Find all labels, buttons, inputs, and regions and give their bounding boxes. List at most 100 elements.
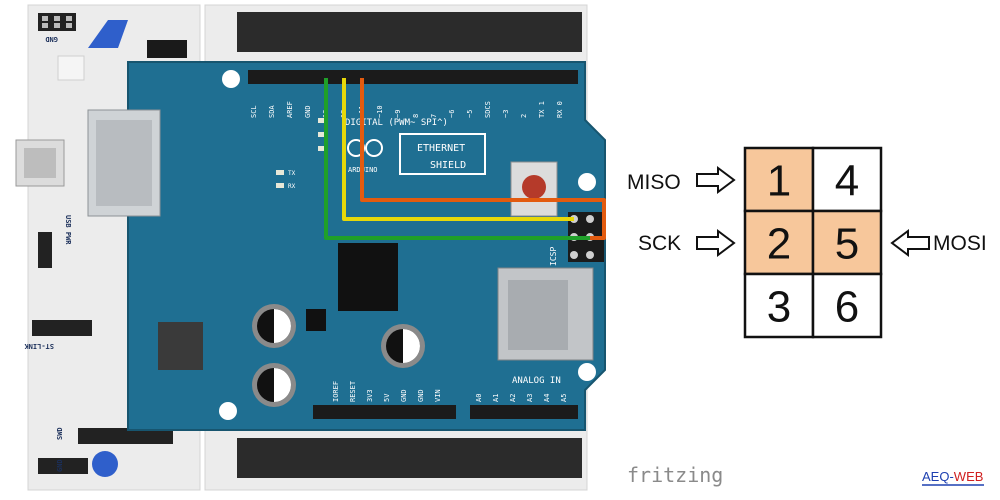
- voltage-regulator: [158, 322, 203, 370]
- gnd-header-2: [38, 458, 88, 474]
- icsp-pin-number: 3: [767, 283, 791, 332]
- pin-label: GND: [400, 389, 408, 402]
- icsp-cell: [811, 146, 883, 213]
- mount-hole: [578, 173, 596, 191]
- small-ic: [306, 309, 326, 331]
- icsp-cell: [811, 209, 883, 276]
- pin-label: ~5: [466, 110, 474, 118]
- st-swirl-logo: [92, 451, 118, 477]
- icsp-cell: [743, 146, 815, 213]
- sck-signal-label: SCK: [638, 232, 681, 255]
- mount-hole: [222, 70, 240, 88]
- status-led: [318, 132, 326, 137]
- credit-suffix: WEB: [954, 469, 984, 484]
- capacitor: [381, 324, 425, 368]
- pin-label: A0: [475, 394, 483, 402]
- rx-led: [276, 183, 284, 188]
- sd-card-inner: [508, 280, 568, 350]
- w5100-chip: [338, 243, 398, 311]
- mosi-signal-label: MOSI: [933, 232, 987, 255]
- pin-label: AREF: [286, 101, 294, 118]
- mosi-arrow-icon: [890, 229, 930, 257]
- miso-signal-label: MISO: [627, 171, 681, 194]
- pin-label: 8: [412, 114, 420, 118]
- power-header: [313, 405, 456, 419]
- pin-label: SCL: [250, 105, 258, 118]
- shield-name-line2: SHIELD: [430, 160, 466, 171]
- digital-label: DIGITAL (PWM~ SPI^): [345, 118, 448, 128]
- jumper-header: [38, 232, 52, 268]
- pin-label: RX 0: [556, 101, 564, 118]
- pin-label: TX 1: [538, 101, 546, 118]
- capacitor: [252, 363, 296, 407]
- mount-hole: [578, 363, 596, 381]
- pin-label: 7: [430, 114, 438, 118]
- icsp-pin-number: 2: [767, 220, 791, 269]
- reset-button-cap: [522, 175, 546, 199]
- tx-label: TX: [288, 170, 296, 177]
- sck-arrow-icon: [696, 229, 736, 257]
- pin-label: A4: [543, 394, 551, 402]
- white-button: [57, 55, 85, 81]
- gnd-label: GND: [45, 35, 58, 43]
- icsp-label: ICSP: [549, 247, 558, 266]
- shield-name-box: [399, 133, 486, 175]
- pin-label: RESET: [349, 380, 357, 402]
- pin-label: GND: [417, 389, 425, 402]
- shield-name-line1: ETHERNET: [417, 143, 465, 154]
- top-chip: [147, 40, 187, 58]
- shield-top-header: [248, 70, 578, 84]
- usb-pwr-label: USB PWR: [64, 215, 72, 245]
- st-logo: [88, 20, 128, 48]
- stlink-label: ST-LINK: [24, 342, 54, 350]
- rj45-socket: [96, 120, 152, 206]
- pin-label: GND: [304, 105, 312, 118]
- pin-label: IOREF: [332, 381, 340, 402]
- analog-header: [470, 405, 578, 419]
- pin-label: ~10: [376, 105, 384, 118]
- status-led: [318, 118, 326, 123]
- pin-label: A3: [526, 394, 534, 402]
- pin-label: ~9: [394, 110, 402, 118]
- wires: [324, 78, 606, 240]
- svg-text:AEQ-WEB: AEQ-WEB: [922, 469, 983, 484]
- wire-mosi: [360, 78, 606, 240]
- top-morpho-header: [237, 12, 582, 52]
- pin-label: 5V: [383, 393, 391, 402]
- pin-label: A1: [492, 394, 500, 402]
- wire-sck: [324, 78, 590, 240]
- wire-miso: [342, 78, 574, 221]
- icsp-cell: [811, 272, 883, 339]
- analog-pin-labels: A0 A1 A2 A3 A4 A5: [475, 394, 568, 402]
- gnd-header: [38, 13, 76, 31]
- credit-prefix: AEQ-: [922, 469, 954, 484]
- pin-label: SDCS: [484, 101, 492, 118]
- swd-header: [78, 428, 173, 444]
- icsp-pin-number: 5: [835, 220, 859, 269]
- pin-label: SDA: [268, 105, 276, 118]
- icsp-pin-number: 4: [835, 157, 859, 206]
- power-pin-labels: IOREF RESET 3V3 5V GND GND VIN: [332, 380, 442, 402]
- pin-label: 2: [520, 114, 528, 118]
- usb-socket: [24, 148, 56, 178]
- status-led: [318, 146, 326, 151]
- pin-label: ~3: [502, 110, 510, 118]
- aeq-web-credit: AEQ-WEB: [922, 469, 984, 486]
- mount-hole: [219, 402, 237, 420]
- miso-arrow-icon: [696, 166, 736, 194]
- capacitor: [252, 304, 296, 348]
- analog-label: ANALOG IN: [512, 376, 561, 386]
- pin-label: VIN: [434, 389, 442, 402]
- pin-label: A2: [509, 394, 517, 402]
- fritzing-watermark: fritzing: [627, 463, 723, 487]
- tx-led: [276, 170, 284, 175]
- gnd2-label: GND: [56, 459, 64, 472]
- stlink-header: [32, 320, 92, 336]
- bottom-morpho-header: [237, 438, 582, 478]
- pin-label: 3V3: [366, 389, 374, 402]
- rx-label: RX: [288, 183, 296, 190]
- swd-label: SWD: [56, 427, 64, 440]
- pin-label: A5: [560, 394, 568, 402]
- icsp-pin-number: 6: [835, 283, 859, 332]
